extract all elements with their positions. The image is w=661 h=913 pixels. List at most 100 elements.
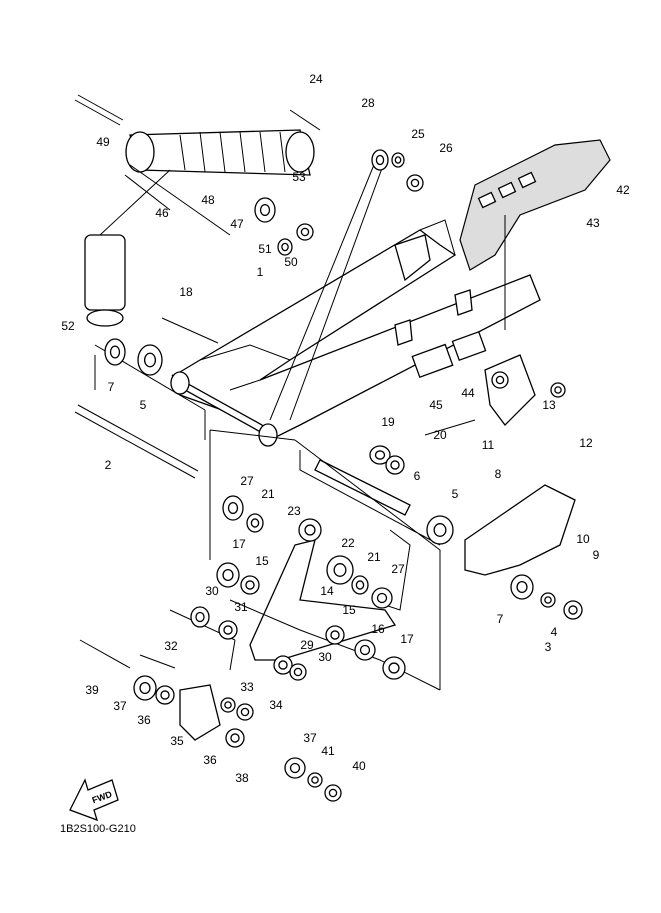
callout-7: 7 [108,380,115,394]
callout-46: 46 [155,206,169,220]
callout-25: 25 [411,127,425,141]
callout-13: 13 [542,398,556,412]
part-bore [328,788,338,798]
callout-17: 17 [232,537,246,551]
callout-22: 22 [341,536,355,550]
part-bore [293,667,303,677]
relay-arm [249,539,397,661]
callout-30: 30 [205,584,219,598]
part-bore [330,630,340,640]
callout-21: 21 [261,487,275,501]
callout-37: 37 [113,699,127,713]
callout-8: 8 [495,467,502,481]
callout-23: 23 [287,504,301,518]
part-bore [281,242,289,252]
diagram-code: 1B2S100-G210 [60,823,136,835]
pivot-bolt [74,404,199,479]
part-bore [544,596,552,604]
part-bore [109,345,121,359]
part-bore [289,762,301,774]
callout-21: 21 [367,550,381,564]
callout-24: 24 [309,72,323,86]
part-bore [230,733,240,743]
part-bore [495,375,505,385]
callout-28: 28 [361,96,375,110]
part-bore [259,203,271,217]
callout-2: 2 [105,458,112,472]
callout-52: 52 [61,319,75,333]
callout-38: 38 [235,771,249,785]
callout-50: 50 [284,255,298,269]
part-bore [516,580,528,594]
part-bore [355,580,365,590]
callout-30: 30 [318,650,332,664]
callout-41: 41 [321,744,335,758]
callout-3: 3 [545,640,552,654]
callout-49: 49 [96,135,110,149]
callout-37: 37 [303,731,317,745]
part-bore [240,707,250,717]
callout-11: 11 [482,438,495,452]
callout-10: 10 [576,532,590,546]
callout-17: 17 [400,632,414,646]
part-bore [433,523,447,537]
connecting-rod [179,684,221,741]
callout-51: 51 [258,242,272,256]
part-bore [554,386,562,394]
part-bore [390,460,400,470]
callout-12: 12 [579,436,593,450]
callout-31: 31 [234,600,248,614]
chain-guide [484,354,536,426]
part-bore [394,156,402,164]
hardware-parts [104,149,583,802]
callout-44: 44 [461,386,475,400]
part-bore [222,568,234,582]
part-bore [311,776,319,784]
part-bore [374,450,386,460]
callout-33: 33 [240,680,254,694]
callout-19: 19 [381,415,395,429]
part-bore [278,660,288,670]
part-bore [245,580,255,590]
part-bore [568,605,578,615]
callout-6: 6 [414,469,421,483]
pivot-tube [170,371,278,447]
callout-34: 34 [269,698,283,712]
callout-9: 9 [593,548,600,562]
callout-29: 29 [300,638,314,652]
callout-53: 53 [292,170,306,184]
chain-puller [464,484,576,576]
callout-7: 7 [497,612,504,626]
part-bore [227,501,239,515]
part-bore [375,154,385,166]
callout-16: 16 [371,622,385,636]
callout-32: 32 [164,639,178,653]
part-bore [359,644,371,656]
part-bore [376,592,388,604]
part-bore [223,625,233,635]
part-bore [160,690,170,700]
callout-42: 42 [616,183,630,197]
callout-15: 15 [342,603,356,617]
callout-35: 35 [170,734,184,748]
callout-48: 48 [201,193,215,207]
callout-4: 4 [551,625,558,639]
part-bore [195,611,205,623]
callout-18: 18 [179,285,193,299]
callout-20: 20 [433,428,447,442]
callout-15: 15 [255,554,269,568]
part-bore [333,563,347,577]
callout-27: 27 [240,474,254,488]
part-bore [139,681,151,695]
part-bore [388,662,400,674]
callout-5: 5 [452,487,459,501]
part-bore [143,352,157,368]
callout-40: 40 [352,759,366,773]
callout-27: 27 [391,562,405,576]
part-bore [300,227,310,237]
rear-shock-absorber [84,129,315,327]
callout-26: 26 [439,141,453,155]
part-bore [304,524,316,536]
